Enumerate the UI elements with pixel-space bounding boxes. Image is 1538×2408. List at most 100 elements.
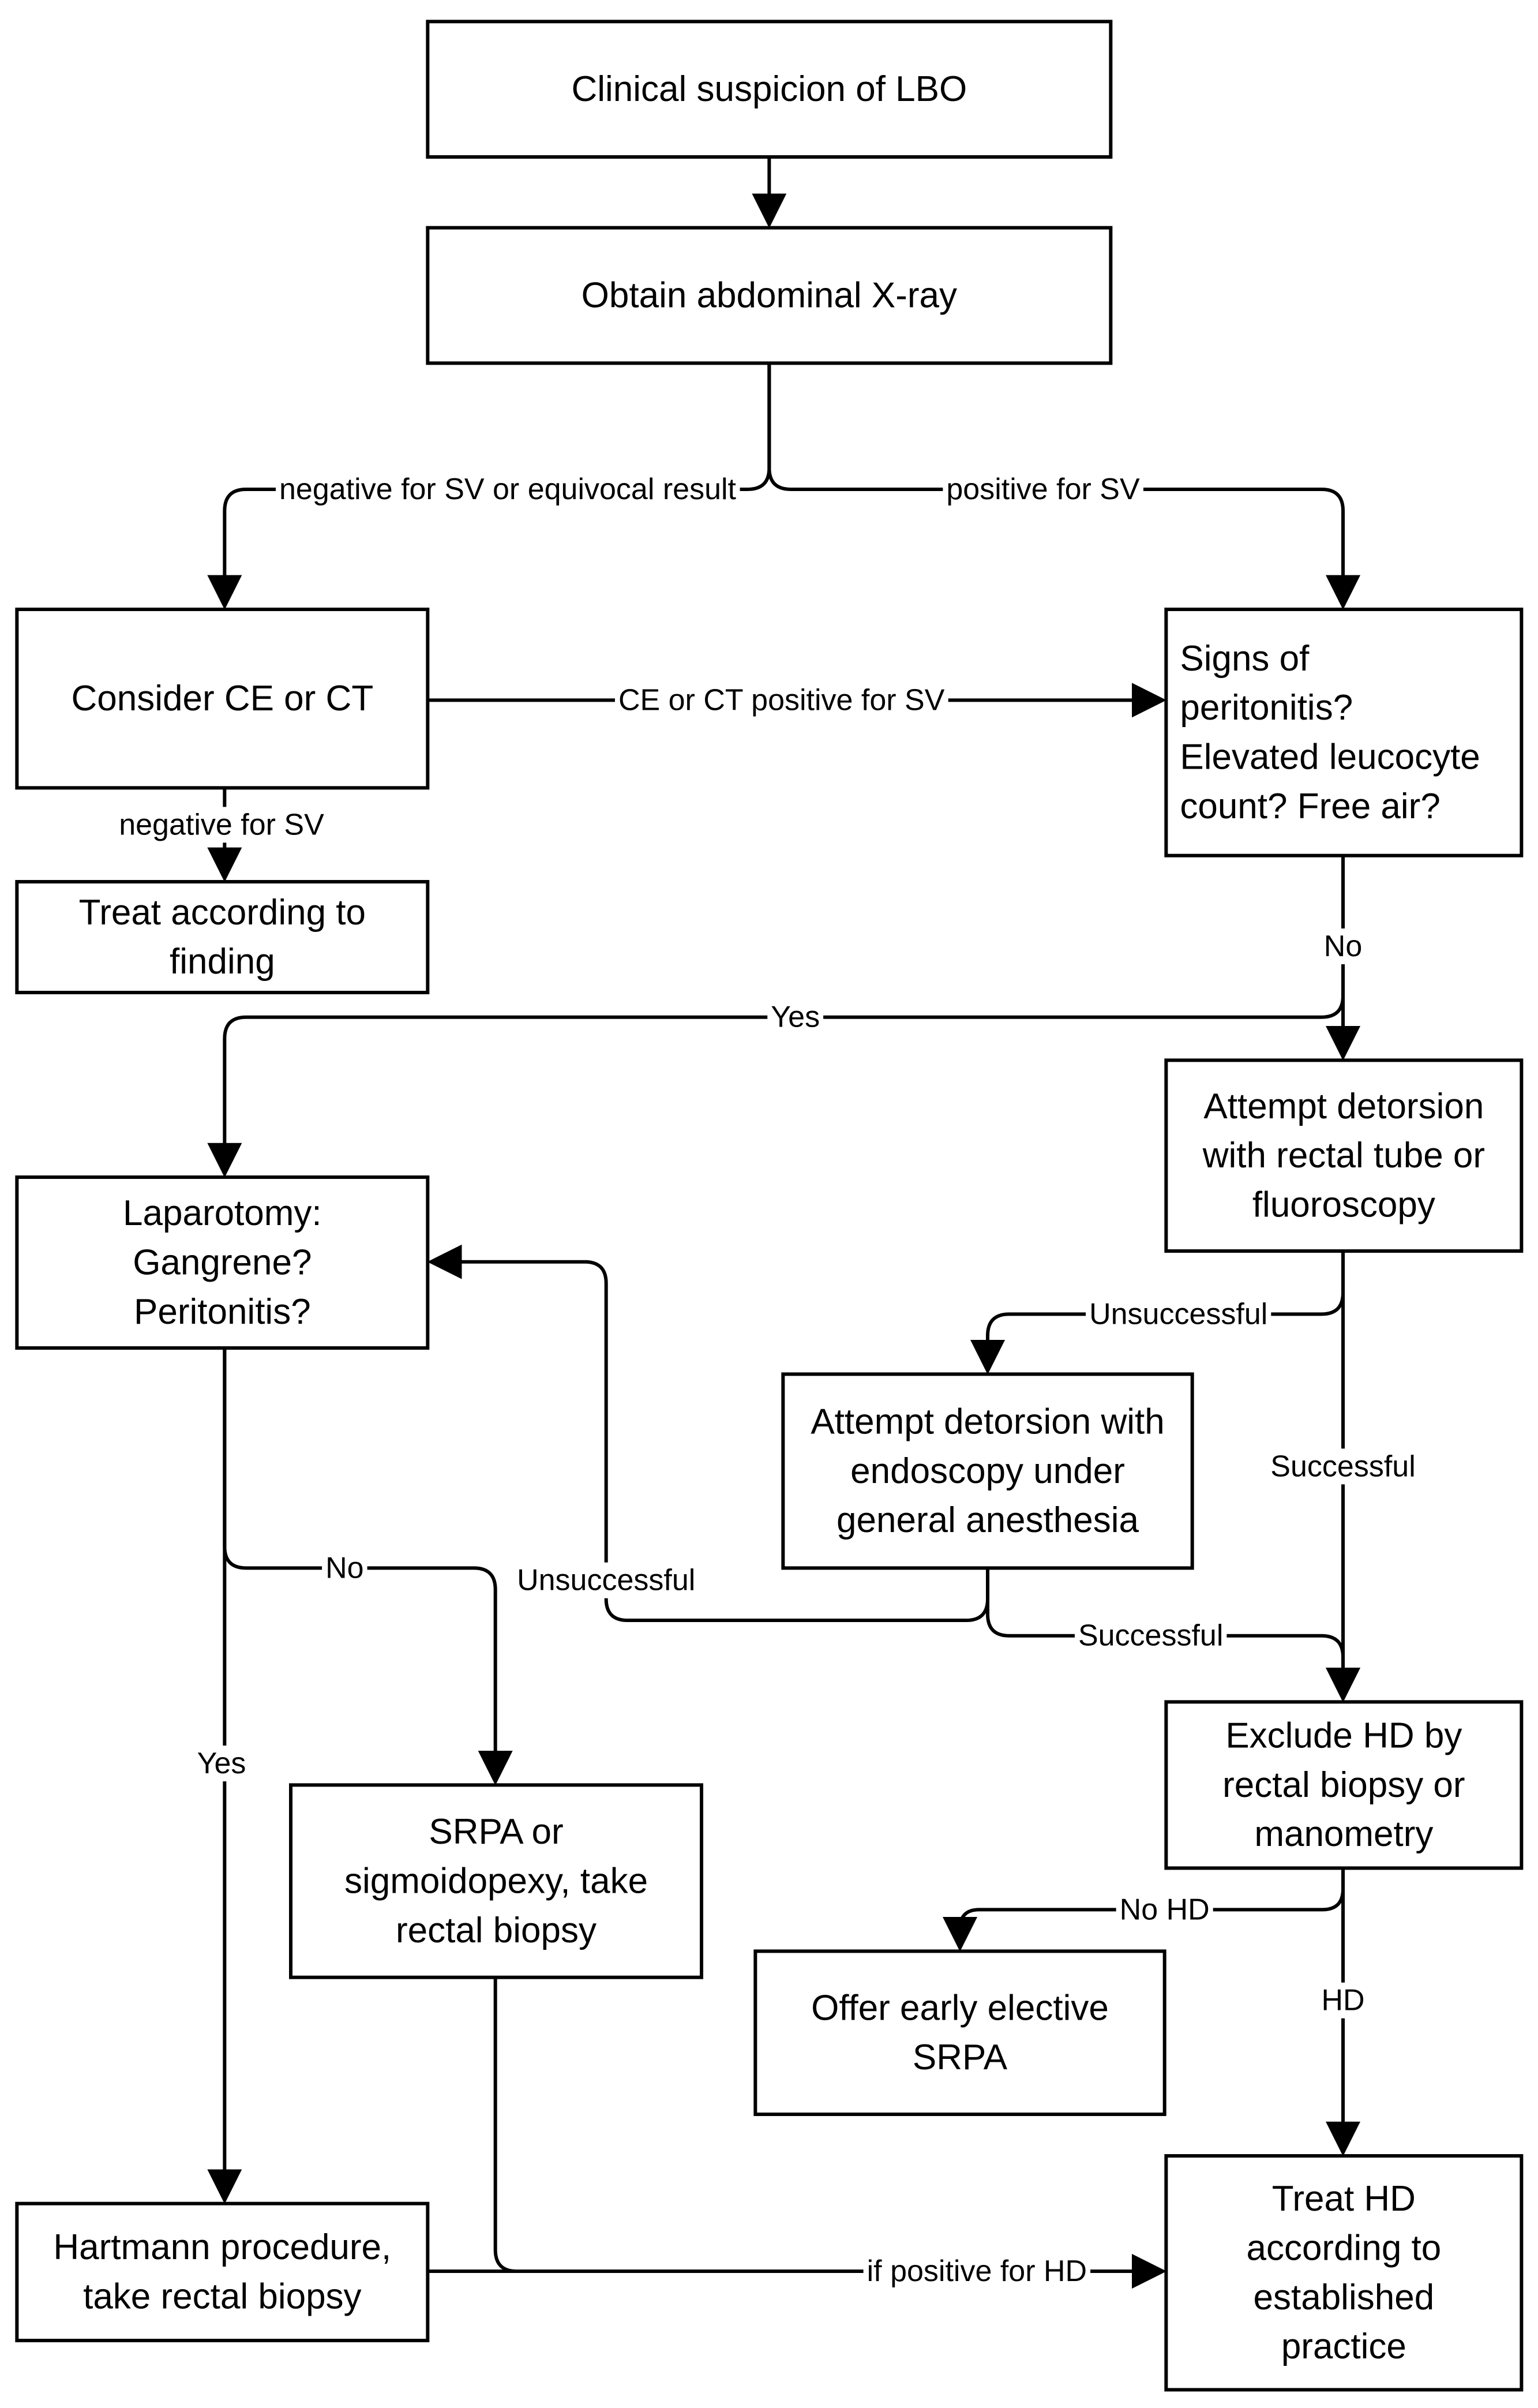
node-box [15,1175,430,1350]
edge-label-background [115,807,328,843]
node-srpa-sigmoid: SRPA or sigmoidopexy, take rectal biopsy [289,1783,704,1979]
edge-label-if-pos-hd: if positive for HD [863,2253,1091,2290]
node-detorsion-endo: Attempt detorsion with endoscopy under gen… [781,1372,1194,1570]
nodes-layer: Clinical suspicion of LBO Obtain abdomina… [15,20,1524,2392]
edge-endo-to-laparotomy [427,1244,990,1623]
edge-label-pos-sv: positive for SV [943,471,1143,508]
node-text-line: endoscopy under [850,1451,1125,1491]
node-lbo: Clinical suspicion of LBO [426,20,1113,159]
node-text-line: Obtain abdominal X-ray [582,276,957,316]
node-text-line: Attempt detorsion with [811,1402,1164,1442]
edge-label-neg-sv: negative for SV [115,807,328,843]
edge-label-no-hd: No HD [1116,1892,1213,1928]
edge-label-unsuccessful-endo: Unsuccessful [513,1562,699,1598]
node-text-line: established [1254,2278,1435,2317]
node-box [15,2201,430,2343]
node-box [1164,1058,1524,1253]
node-text-line: Laparotomy: [123,1193,322,1233]
edge-label-text: Yes [771,1001,820,1034]
edge-label-unsuccessful-tube: Unsuccessful [1086,1296,1271,1332]
edge-label-yes-lap: Yes [193,1746,250,1782]
edge-label-text: if positive for HD [867,2255,1087,2288]
node-text-line: peritonitis? [1180,688,1353,728]
edge-label-text: Successful [1078,1619,1223,1653]
node-text-line: manometry [1254,1814,1433,1854]
node-text-line: Elevated leucocyte [1180,737,1480,777]
edge-label-text: No HD [1120,1893,1210,1926]
node-signs: Signs of peritonitis? Elevated leucocyte co… [1164,608,1524,857]
node-box [1164,608,1524,857]
edge-label-text: positive for SV [946,473,1140,506]
edge-label-text: negative for SV or equivocal result [279,473,737,506]
node-text-line: practice [1281,2327,1406,2366]
node-text-line: Offer early elective [811,1988,1109,2028]
node-box [426,226,1113,365]
node-text-line: according to [1246,2229,1441,2268]
edge-label-background [1320,928,1366,965]
node-text-line: count? Free air? [1180,787,1440,826]
edge-label-text: No [325,1551,363,1585]
node-exclude-hd: Exclude HD by rectal biopsy or manometry [1164,1700,1524,1870]
node-text-line: rectal biopsy or [1222,1765,1465,1805]
node-text-line: SRPA [913,2038,1008,2077]
node-ce-ct: Consider CE or CT [15,608,430,790]
node-text-line: Treat according to [79,893,366,933]
node-text-line: SRPA or [429,1812,563,1852]
node-text-line: Exclude HD by [1225,1716,1462,1756]
edge-label-neg-equivocal: negative for SV or equivocal result [276,471,740,508]
node-text-line: fluoroscopy [1252,1185,1435,1225]
edge-label-text: CE or CT positive for SV [618,683,945,717]
edge-label-text: Unsuccessful [1089,1297,1267,1331]
edge-label-successful-tube: Successful [1267,1448,1419,1485]
node-box [1164,2154,1524,2392]
edge-label-background [1074,1617,1227,1654]
node-box [426,20,1113,159]
edge-label-no-lap: No [322,1550,367,1586]
node-text-line: Consider CE or CT [71,679,373,718]
node-text-line: Gangrene? [133,1243,312,1283]
edge-label-yes-signs: Yes [767,999,824,1035]
edge-label-text: No [1324,930,1362,963]
node-box [15,608,430,790]
node-text-line: Hartmann procedure, [53,2227,391,2267]
node-box [289,1783,704,1979]
node-box [15,880,430,995]
edge-label-background [276,471,740,508]
edge-label-text: HD [1321,1984,1364,2017]
edge-label-background [863,2253,1091,2290]
node-text-line: Clinical suspicion of LBO [571,69,967,109]
edge-label-background [767,999,824,1035]
edge-label-background [513,1562,699,1598]
edge-labels-layer: negative for SV or equivocal result posit… [115,471,1419,2290]
node-text-line: rectal biopsy [396,1911,597,1950]
edge-label-background [322,1550,367,1586]
node-text-line: Signs of [1180,639,1310,679]
edge-label-background [1318,1982,1368,2018]
edge-label-background [1267,1448,1419,1485]
node-text-line: general anesthesia [836,1500,1139,1540]
edge-label-text: negative for SV [119,808,324,841]
edge-label-background [614,682,948,718]
edge-label-ce-ct-pos: CE or CT positive for SV [614,682,948,718]
node-text-line: with rectal tube or [1202,1136,1485,1175]
node-text-line: Attempt detorsion [1203,1087,1484,1126]
edge-label-text: Unsuccessful [517,1564,695,1597]
edge-label-no-signs: No [1320,928,1366,965]
node-detorsion-tube: Attempt detorsion with rectal tube or fluo… [1164,1058,1524,1253]
edge-label-successful-endo: Successful [1074,1617,1227,1654]
edge-label-hd: HD [1318,1982,1368,2018]
node-box [781,1372,1194,1570]
edge-label-background [1116,1892,1213,1928]
node-text-line: Peritonitis? [134,1292,311,1332]
node-text-line: finding [170,942,275,982]
edge-label-background [943,471,1143,508]
node-treat-finding: Treat according to finding [15,880,430,995]
node-text-line: take rectal biopsy [83,2277,361,2317]
node-laparotomy: Laparotomy: Gangrene? Peritonitis? [15,1175,430,1350]
node-xray: Obtain abdominal X-ray [426,226,1113,365]
node-text-line: Treat HD [1272,2179,1416,2219]
edge-label-text: Yes [197,1747,246,1780]
node-text-line: sigmoidopexy, take [344,1862,648,1901]
node-hartmann: Hartmann procedure, take rectal biopsy [15,2201,430,2343]
